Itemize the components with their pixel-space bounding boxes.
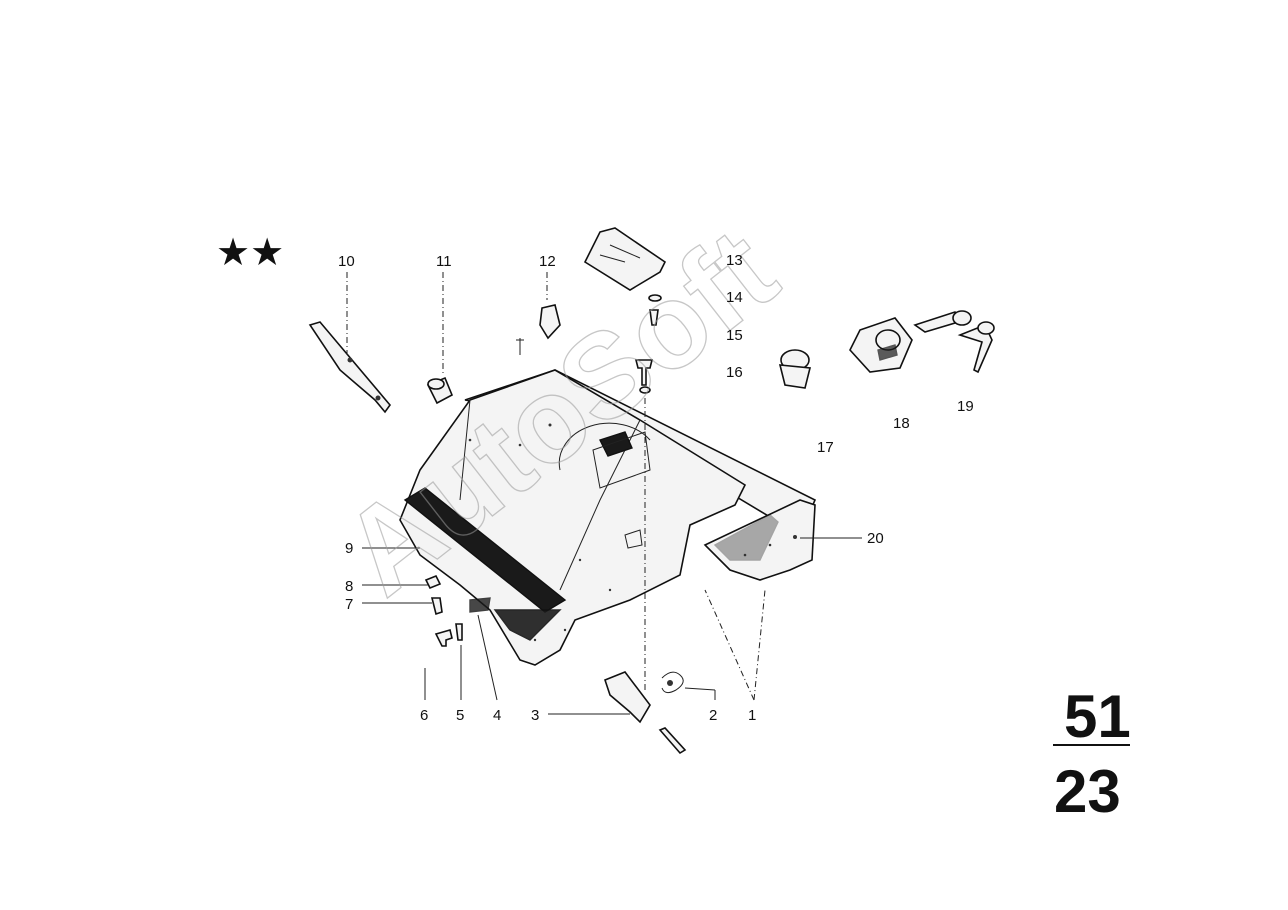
- keys-part-19: [913, 310, 995, 374]
- callout-18: 18: [893, 415, 910, 432]
- leader-lines: [346, 272, 862, 715]
- callout-8: 8: [345, 578, 353, 595]
- callout-2: 2: [709, 707, 717, 724]
- callout-3: 3: [531, 707, 539, 724]
- callout-15: 15: [726, 327, 743, 344]
- callout-5: 5: [456, 707, 464, 724]
- callout-16: 16: [726, 364, 743, 381]
- callout-10: 10: [338, 253, 355, 270]
- callout-4: 4: [493, 707, 501, 724]
- callout-17: 17: [817, 439, 834, 456]
- callout-labels: 1 2 3 4 5 6 7 8 9 10 11 12 13 14 15 16 1…: [338, 252, 974, 724]
- fasteners-14-16: [634, 294, 662, 394]
- bracket-part-10: [308, 321, 392, 414]
- glove-box-body: [399, 369, 817, 666]
- lock-cylinder-part-18: [849, 317, 913, 373]
- callout-19: 19: [957, 398, 974, 415]
- lock-ring-part-17: [778, 349, 812, 389]
- callout-1: 1: [748, 707, 756, 724]
- group-main-number: 51: [1064, 683, 1131, 750]
- callout-11: 11: [436, 253, 452, 270]
- callout-12: 12: [539, 253, 556, 270]
- callout-13: 13: [726, 252, 743, 269]
- callout-7: 7: [345, 596, 353, 613]
- group-number: 51 23: [1053, 683, 1131, 825]
- bumper-part-11: [426, 376, 454, 405]
- callout-14: 14: [726, 289, 743, 306]
- spring-part-2: [661, 671, 684, 694]
- star-marker: ★★: [216, 230, 284, 274]
- screws-parts-5-8: [424, 574, 491, 647]
- hinge-part-3: [604, 671, 687, 755]
- callout-6: 6: [420, 707, 428, 724]
- group-sub-number: 23: [1054, 758, 1121, 825]
- callout-20: 20: [867, 530, 884, 547]
- callout-9: 9: [345, 540, 353, 557]
- clip-part-12: [516, 304, 561, 355]
- plate-part-13: [583, 227, 667, 291]
